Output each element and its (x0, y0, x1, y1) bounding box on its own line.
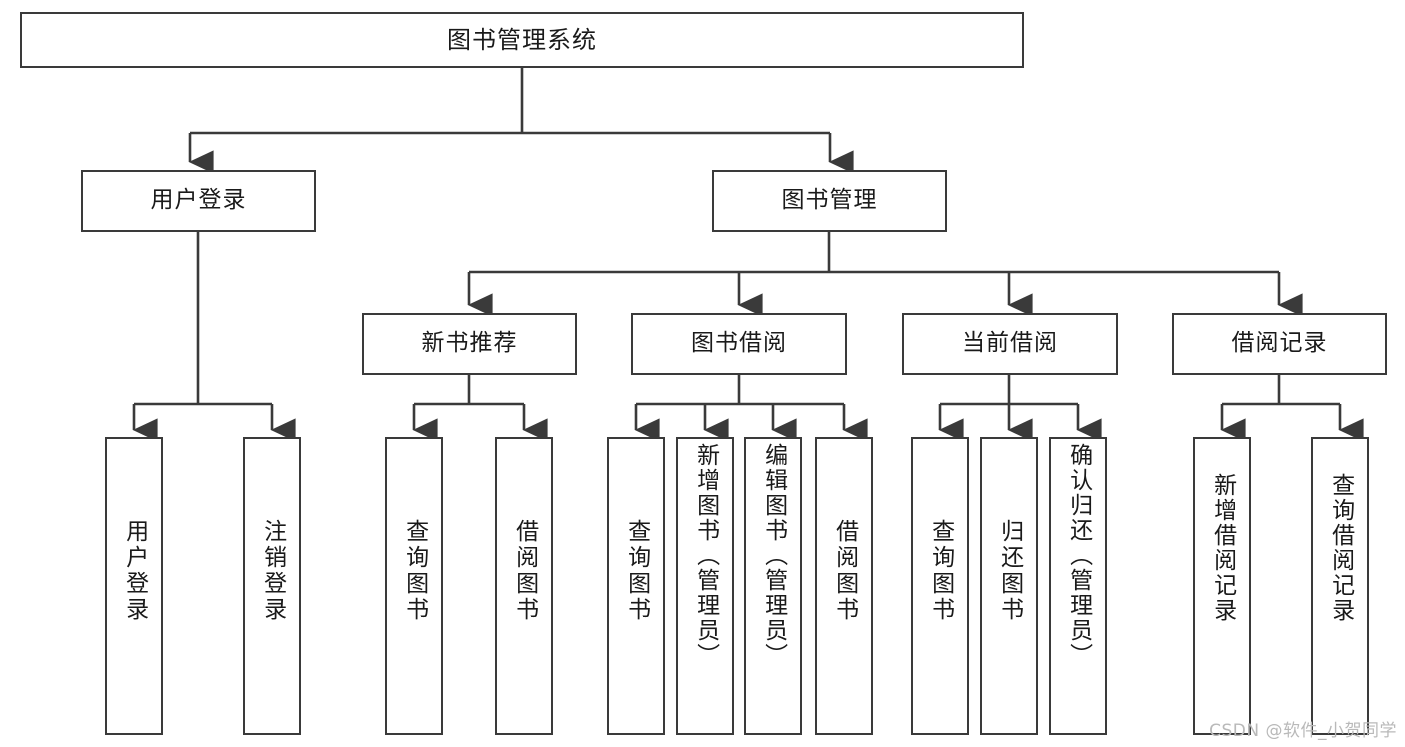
node-label: 新增图书（管理员） (692, 443, 719, 668)
leaf-borrow-record-query-record[interactable]: 查询借阅记录 (1311, 437, 1369, 735)
node-label: 新书推荐 (421, 330, 518, 357)
node-book-management[interactable]: 图书管理 (712, 170, 947, 232)
leaf-borrow-record-add-record[interactable]: 新增借阅记录 (1193, 437, 1251, 735)
leaf-current-borrow-confirm-return-admin[interactable]: 确认归还（管理员） (1049, 437, 1107, 735)
node-label: 查询图书 (401, 519, 428, 623)
node-label: 图书管理 (781, 187, 878, 214)
node-label: 图书管理系统 (447, 25, 597, 54)
node-root-book-management-system[interactable]: 图书管理系统 (20, 12, 1024, 68)
leaf-current-borrow-return-book[interactable]: 归还图书 (980, 437, 1038, 735)
leaf-book-borrow-query-book[interactable]: 查询图书 (607, 437, 665, 735)
leaf-user-login-login[interactable]: 用户登录 (105, 437, 163, 735)
node-label: 当前借阅 (962, 330, 1058, 357)
node-label: 编辑图书（管理员） (760, 443, 787, 668)
node-book-borrow[interactable]: 图书借阅 (631, 313, 847, 375)
node-new-book-recommend[interactable]: 新书推荐 (362, 313, 577, 375)
leaf-book-borrow-edit-book-admin[interactable]: 编辑图书（管理员） (744, 437, 802, 735)
leaf-new-book-query-book[interactable]: 查询图书 (385, 437, 443, 735)
node-label: 注销登录 (259, 519, 286, 623)
node-label: 新增借阅记录 (1209, 473, 1236, 623)
leaf-book-borrow-borrow-book[interactable]: 借阅图书 (815, 437, 873, 735)
node-label: 查询图书 (927, 519, 954, 623)
node-label: 借阅记录 (1231, 330, 1328, 357)
node-current-borrow[interactable]: 当前借阅 (902, 313, 1118, 375)
node-label: 查询借阅记录 (1327, 473, 1354, 623)
node-label: 图书借阅 (691, 330, 787, 357)
leaf-book-borrow-add-book-admin[interactable]: 新增图书（管理员） (676, 437, 734, 735)
watermark: CSDN @软件_小贺同学 (1209, 721, 1397, 741)
node-label: 借阅图书 (511, 519, 538, 623)
node-borrow-record[interactable]: 借阅记录 (1172, 313, 1387, 375)
node-label: 确认归还（管理员） (1065, 443, 1092, 668)
node-user-login[interactable]: 用户登录 (81, 170, 316, 232)
node-label: 查询图书 (623, 519, 650, 623)
leaf-new-book-borrow-book[interactable]: 借阅图书 (495, 437, 553, 735)
node-label: 借阅图书 (831, 519, 858, 623)
leaf-current-borrow-query-book[interactable]: 查询图书 (911, 437, 969, 735)
node-label: 用户登录 (150, 187, 247, 214)
node-label: 归还图书 (996, 519, 1023, 623)
node-label: 用户登录 (121, 519, 148, 623)
leaf-user-login-logout[interactable]: 注销登录 (243, 437, 301, 735)
